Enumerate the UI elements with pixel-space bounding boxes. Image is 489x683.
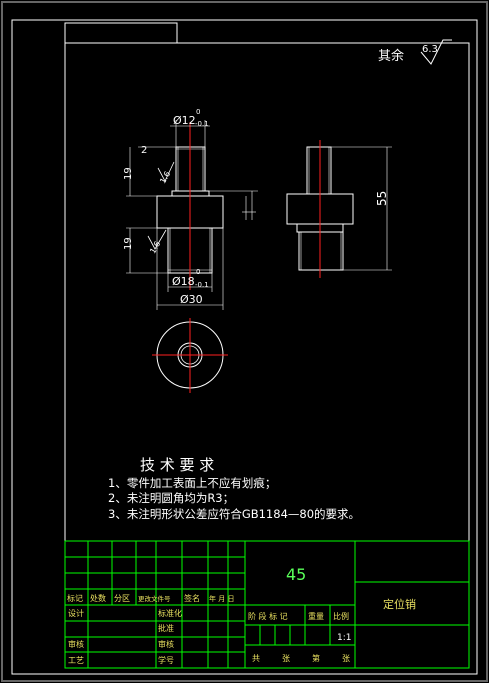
inner-frame <box>64 42 470 669</box>
rev-header: 签名 <box>184 593 200 603</box>
roughness-symbol <box>420 39 452 65</box>
dim-top-tol-up: 0 <box>196 108 200 116</box>
tech-req-item: 3、未注明形状公差应符合GB1184—80的要求。 <box>108 507 360 521</box>
label-design: 设计 <box>68 608 84 618</box>
rev-header: 更改文件号 <box>138 594 171 603</box>
dim-top-tol-low: -0.1 <box>195 120 209 128</box>
rev-header: 年 月 日 <box>209 594 234 603</box>
label-weight: 重量 <box>308 611 324 621</box>
side-view: 55 <box>286 140 392 278</box>
label-sheet: 第 <box>312 653 320 663</box>
label-standard: 标准化 <box>158 608 182 618</box>
label-approve: 批准 <box>158 623 174 633</box>
label-process: 工艺 <box>68 656 84 665</box>
roughness-value: 6.3 <box>422 44 438 55</box>
rev-header: 分区 <box>114 594 130 603</box>
part-name: 定位销 <box>383 597 416 611</box>
code-box <box>64 22 178 44</box>
title-block <box>64 540 470 669</box>
roughness-note: 其余 6.3 <box>378 39 452 65</box>
rev-header: 标记 <box>67 593 83 603</box>
dim-bottom-height: 19 <box>123 237 134 250</box>
label-check: 审核 <box>158 639 174 649</box>
label-stage: 阶 段 标 记 <box>248 611 288 621</box>
title-block-text: 45 定位销 1:1 标记 处数 分区 更改文件号 签名 年 月 日 设计 审核… <box>67 565 416 665</box>
technical-requirements: 技 术 要 求 1、零件加工表面上不应有划痕； 2、未注明圆角均为R3； 3、未… <box>108 456 360 521</box>
dim-top-diameter: Ø12 <box>173 114 196 127</box>
tech-req-title: 技 术 要 求 <box>140 456 214 474</box>
dim-chamfer-top: 2 <box>141 145 147 156</box>
roughness-prefix: 其余 <box>378 48 404 64</box>
label-sheet: 张 <box>342 654 350 663</box>
dim-bottom-tol-low: -0.1 <box>195 281 209 289</box>
tech-req-item: 2、未注明圆角均为R3； <box>108 491 234 505</box>
dim-flange-diameter: Ø30 <box>180 293 203 306</box>
tech-req-item: 1、零件加工表面上不应有划痕； <box>108 476 276 490</box>
scale-value: 1:1 <box>337 633 351 643</box>
outer-frame <box>11 19 478 675</box>
top-view <box>152 318 228 393</box>
label-sheet: 张 <box>282 654 290 663</box>
label-sheet: 共 <box>252 654 260 663</box>
label-student-no: 学号 <box>158 655 174 665</box>
rough-bottom: 1.6 <box>148 240 162 256</box>
material: 45 <box>286 565 306 584</box>
dim-bottom-tol-up: 0 <box>196 268 200 276</box>
rev-header: 处数 <box>90 593 106 603</box>
front-view: Ø12 0 -0.1 2 19 1.6 19 1.6 Ø18 0 -0.1 <box>123 108 258 310</box>
label-review: 审核 <box>68 639 84 649</box>
dim-top-height: 19 <box>123 167 134 180</box>
dim-bottom-diameter: Ø18 <box>172 275 195 288</box>
dim-total-height: 55 <box>375 191 389 206</box>
label-scale: 比例 <box>333 611 349 621</box>
